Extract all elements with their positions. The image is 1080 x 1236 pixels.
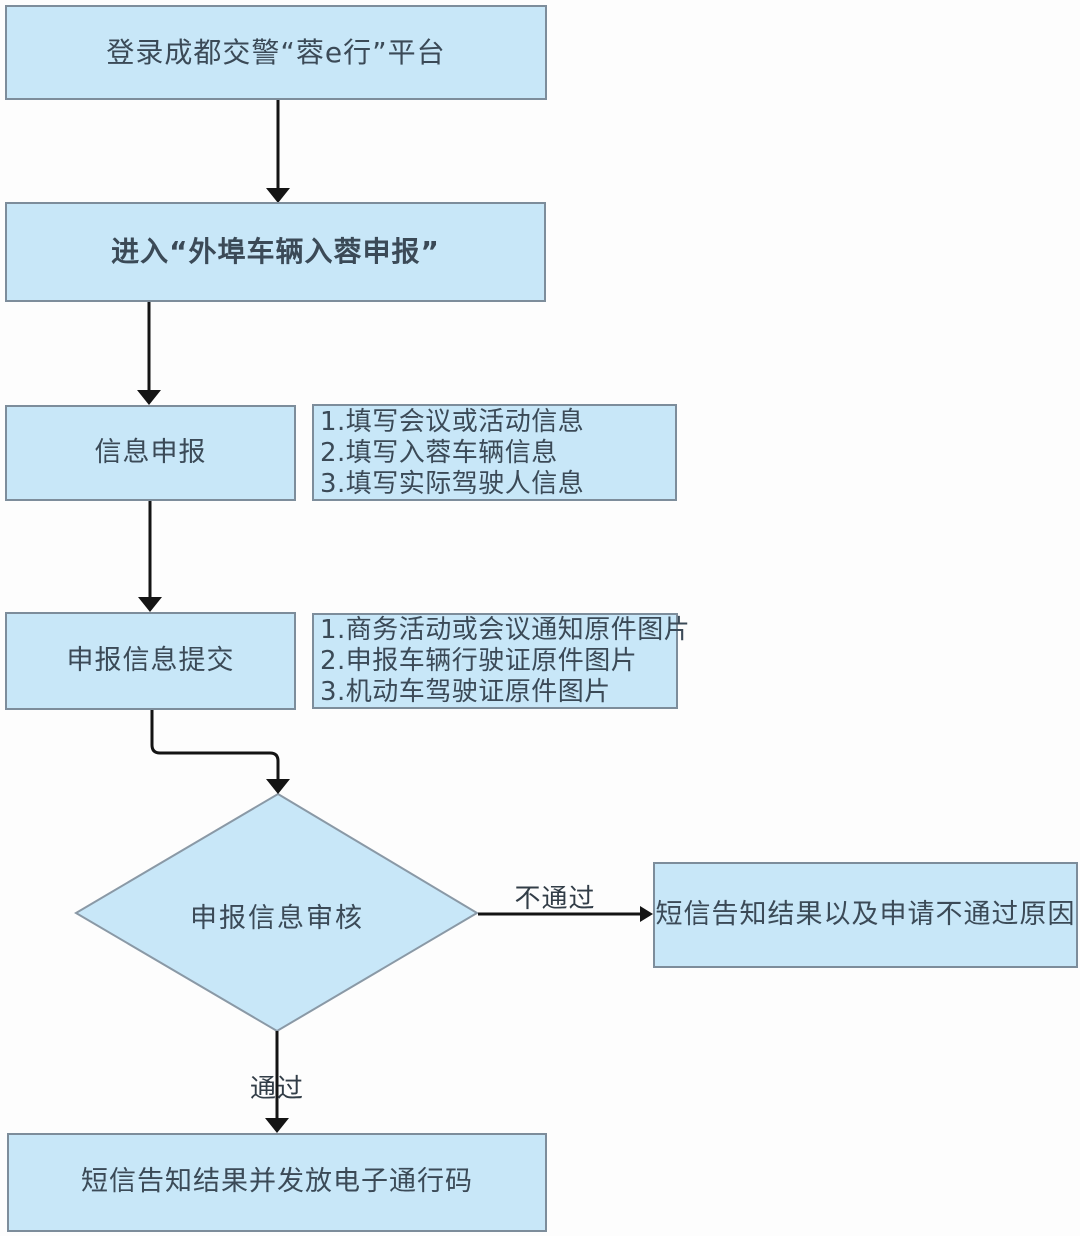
arrow-submit-to-review [150, 709, 280, 781]
note-line: 2.申报车辆行驶证原件图片 [320, 646, 638, 676]
note-line: 2.填写入蓉车辆信息 [320, 437, 558, 468]
note-info-items: 1.填写会议或活动信息 2.填写入蓉车辆信息 3.填写实际驾驶人信息 [312, 404, 677, 501]
flow-node-reject-result: 短信告知结果以及申请不通过原因 [653, 862, 1078, 968]
decision-review-label: 申报信息审核 [190, 903, 364, 934]
arrowhead-icon [266, 188, 290, 203]
flow-node-submit: 申报信息提交 [5, 612, 296, 710]
edge-label-fail: 不通过 [514, 884, 596, 914]
edge-label-pass: 通过 [249, 1074, 304, 1104]
flow-node-info-declare: 信息申报 [5, 405, 296, 501]
arrowhead-icon [266, 779, 290, 794]
arrowhead-icon [265, 1118, 289, 1133]
note-line: 1.商务活动或会议通知原件图片 [320, 615, 691, 645]
arrowhead-icon [138, 597, 162, 612]
flow-node-enter: 进入“外埠车辆入蓉申报” [5, 202, 546, 302]
arrowhead-icon [137, 390, 161, 405]
note-line: 3.填写实际驾驶人信息 [320, 468, 585, 499]
note-line: 3.机动车驾驶证原件图片 [320, 677, 611, 707]
note-submit-items: 1.商务活动或会议通知原件图片 2.申报车辆行驶证原件图片 3.机动车驾驶证原件… [312, 613, 691, 709]
flow-node-pass-result: 短信告知结果并发放电子通行码 [7, 1133, 547, 1232]
flow-node-login: 登录成都交警“蓉e行”平台 [5, 5, 547, 100]
note-line: 1.填写会议或活动信息 [320, 406, 585, 437]
arrowhead-icon [640, 906, 653, 922]
